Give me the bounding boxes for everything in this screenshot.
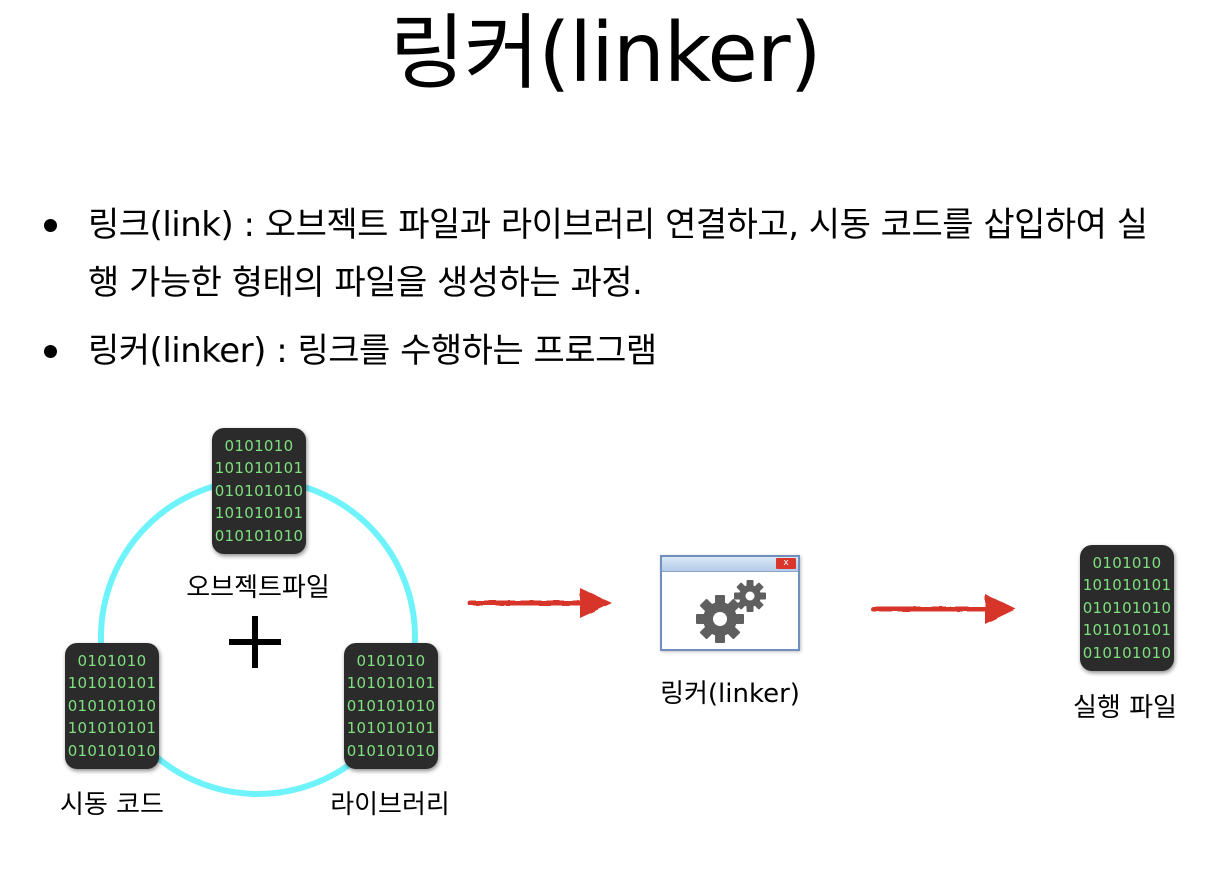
- binary-line: 010101010: [214, 526, 304, 545]
- executable-file-label: 실행 파일: [1073, 693, 1177, 723]
- binary-line: 101010101: [346, 674, 436, 693]
- binary-line: 0101010: [356, 651, 426, 670]
- bullet-item-linker: 링커(linker) : 링크를 수행하는 프로그램: [44, 322, 1174, 380]
- startup-code-label: 시동 코드: [60, 790, 164, 820]
- binary-line: 010101010: [1082, 643, 1172, 662]
- binary-line: 101010101: [1082, 576, 1172, 595]
- arrow-right-icon: [870, 594, 1016, 624]
- object-file-card: 0101010 101010101 010101010 101010101 01…: [212, 428, 306, 554]
- library-label: 라이브러리: [330, 790, 450, 820]
- close-icon: x: [776, 558, 796, 569]
- bullet-text: 링크(link) : 오브젝트 파일과 라이브러리 연결하고, 시동 코드를 삽…: [88, 205, 1148, 303]
- binary-line: 010101010: [67, 741, 157, 760]
- linker-window-icon: x: [660, 555, 800, 651]
- binary-line: 101010101: [346, 719, 436, 738]
- executable-file-card: 0101010 101010101 010101010 101010101 01…: [1080, 545, 1174, 671]
- bullet-list: 링크(link) : 오브젝트 파일과 라이브러리 연결하고, 시동 코드를 삽…: [44, 196, 1174, 390]
- binary-line: 101010101: [214, 504, 304, 523]
- bullet-item-link: 링크(link) : 오브젝트 파일과 라이브러리 연결하고, 시동 코드를 삽…: [44, 196, 1174, 312]
- binary-line: 010101010: [346, 696, 436, 715]
- binary-line: 010101010: [67, 696, 157, 715]
- linker-label: 링커(linker): [660, 679, 800, 709]
- binary-line: 010101010: [214, 481, 304, 500]
- page-title: 링커(linker): [389, 6, 821, 101]
- arrow-right-icon: [467, 588, 612, 618]
- object-file-label: 오브젝트파일: [186, 573, 330, 603]
- binary-line: 101010101: [1082, 621, 1172, 640]
- binary-line: 101010101: [67, 719, 157, 738]
- plus-icon: [229, 612, 289, 672]
- binary-line: 0101010: [1092, 553, 1162, 572]
- binary-line: 010101010: [346, 741, 436, 760]
- binary-line: 010101010: [1082, 598, 1172, 617]
- library-card: 0101010 101010101 010101010 101010101 01…: [344, 643, 438, 769]
- bullet-text: 링커(linker) : 링크를 수행하는 프로그램: [88, 331, 657, 371]
- binary-line: 101010101: [214, 459, 304, 478]
- binary-line: 0101010: [224, 436, 294, 455]
- bullet-dot-icon: [44, 345, 57, 358]
- binary-line: 0101010: [77, 651, 147, 670]
- gear-icon: [696, 580, 766, 643]
- binary-line: 101010101: [67, 674, 157, 693]
- startup-code-card: 0101010 101010101 010101010 101010101 01…: [65, 643, 159, 769]
- window-title-bar: x: [662, 557, 798, 572]
- bullet-dot-icon: [44, 219, 57, 232]
